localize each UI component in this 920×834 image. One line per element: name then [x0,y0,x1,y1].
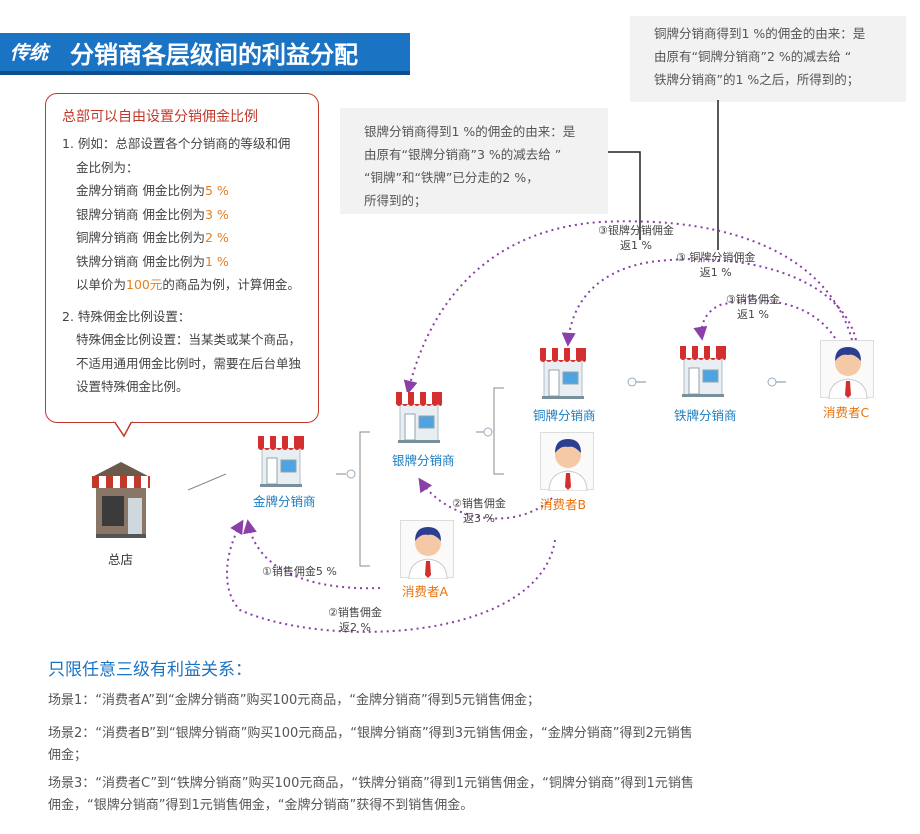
flow-a1-label: ①销售佣金5 % [262,565,337,578]
copper-note-line: 由原有“铜牌分销商”2 %的减去给 “ [654,49,852,64]
tier-silver: 银牌分销商 佣金比例为3 % [76,206,229,222]
bubble-item2: 2. 特殊佣金比例设置： [62,308,191,324]
iron-store[interactable] [678,342,728,398]
iron-label: 铁牌分销商 [674,408,737,423]
scenario-1: 场景1：“消费者A”到“金牌分销商”购买100元商品，“金牌分销商”得到5元销售… [48,693,541,708]
hq-store[interactable] [88,458,154,540]
page-title: 分销商各层级间的利益分配 [70,41,358,69]
person-icon [408,527,448,580]
tier-copper: 铜牌分销商 佣金比例为2 % [76,230,229,245]
bubble-tail [113,420,133,438]
flow-c-iron-label: ③销售佣金返1 % [726,293,780,321]
bubble-title: 总部可以自由设置分销佣金比例 [62,109,258,125]
silver-note-line: 所得到的； [364,193,427,208]
copper-note-line: 铜牌分销商得到1 %的佣金的由来：是 [654,26,866,41]
tier-iron: 铁牌分销商 佣金比例为1 % [76,253,229,269]
person-icon [828,347,868,400]
consumer-a-avatar[interactable] [400,520,454,580]
bubble-item2-l2: 不适用通用佣金比例时，需要在后台单独 [76,355,302,371]
flow-c-copper-label: ③ 铜牌分销佣金返1 % [676,251,756,279]
bubble-item2-l1: 特殊佣金比例设置：当某类或某个商品， [76,332,302,347]
gold-label: 金牌分销商 [253,494,316,509]
flow-a2-label: ②销售佣金返2 % [328,606,382,634]
consumer-a-label: 消费者A [402,584,449,599]
copper-store[interactable] [538,344,588,400]
commission-bubble: 总部可以自由设置分销佣金比例 1. 例如：总部设置各个分销商的等级和佣 金比例为… [45,93,319,423]
silver-store-icon [395,391,443,444]
hq-label: 总店 [108,552,134,567]
tier-gold: 金牌分销商 佣金比例为5 % [76,183,229,198]
silver-note-line: 银牌分销商得到1 %的佣金的由来：是 [364,124,576,139]
page-header: 传统 分销商各层级间的利益分配 [0,33,410,75]
gold-store-icon [257,435,305,488]
example-line: 以单价为100元的商品为例，计算佣金。 [76,277,300,292]
scenario-2: 场景2：“消费者B”到“银牌分销商”购买100元商品，“银牌分销商”得到3元销售… [48,726,693,763]
silver-note-line: “铜牌”和“铁牌”已分走的2 %， [364,170,539,185]
scenario-3: 场景3：“消费者C”到“铁牌分销商”购买100元商品，“铁牌分销商”得到1元销售… [48,776,694,813]
gold-store[interactable] [256,432,306,488]
flow-b2-label: ②销售佣金返3 % [452,497,506,525]
person-icon [548,439,588,492]
silver-label: 银牌分销商 [392,453,455,468]
consumer-c-avatar[interactable] [820,340,874,400]
copper-label: 铜牌分销商 [533,408,596,423]
summary-title: 只限任意三级有利益关系： [48,660,252,680]
silver-note-line: 由原有“银牌分销商”3 %的减去给 ” [364,147,562,162]
bubble-item2-l3: 设置特殊佣金比例。 [76,379,189,394]
consumer-b-avatar[interactable] [540,432,594,492]
iron-store-icon [679,345,727,398]
copper-note-line: 铁牌分销商”的1 %之后，所得到的； [654,72,860,87]
copper-store-icon [539,347,587,400]
header-prefix: 传统 [10,42,49,64]
bubble-item1: 1. 例如：总部设置各个分销商的等级和佣 [62,136,291,151]
bubble-item1-cont: 金比例为： [76,159,139,175]
silver-note: 银牌分销商得到1 %的佣金的由来：是 由原有“银牌分销商”3 %的减去给 ” “… [340,108,608,214]
hq-store-icon [92,462,150,538]
silver-store[interactable] [394,388,444,444]
copper-note: 铜牌分销商得到1 %的佣金的由来：是 由原有“铜牌分销商”2 %的减去给 “ 铁… [630,16,906,102]
flow-c-silver-label: ③银牌分销佣金返1 % [598,224,674,252]
consumer-c-label: 消费者C [823,405,870,420]
consumer-b-label: 消费者B [540,497,587,512]
